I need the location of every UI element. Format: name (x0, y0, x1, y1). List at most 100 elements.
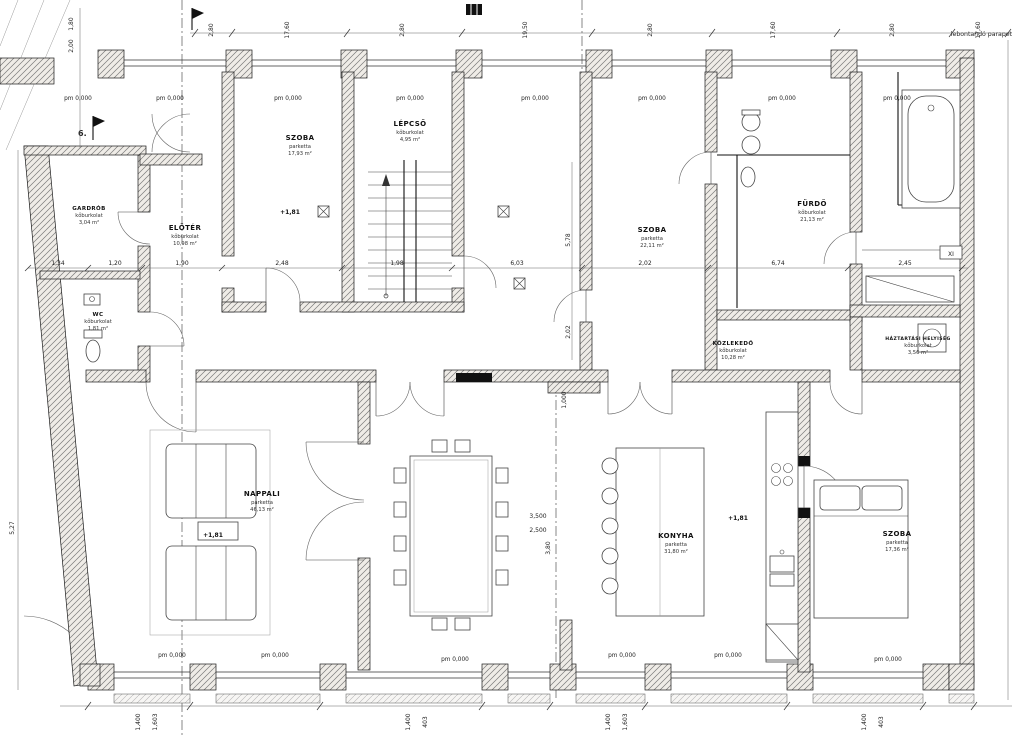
svg-text:GARDRÓB: GARDRÓB (72, 205, 105, 212)
fridge-icon (765, 623, 799, 661)
svg-text:kőburkolat: kőburkolat (719, 348, 747, 354)
svg-text:1,80: 1,80 (68, 17, 75, 31)
cooktop-icon (771, 463, 793, 486)
svg-text:pm 0,000: pm 0,000 (608, 653, 636, 659)
room-label-lepcso: LÉPCSŐ kőburkolat 4,95 m² (393, 119, 426, 143)
svg-text:1,98: 1,98 (390, 260, 404, 267)
svg-text:17,60: 17,60 (284, 21, 291, 38)
svg-text:+1,81: +1,81 (280, 209, 300, 216)
svg-text:4,95 m²: 4,95 m² (400, 137, 420, 143)
double-door-kitchen (607, 381, 673, 415)
svg-text:pm 0,000: pm 0,000 (396, 96, 424, 102)
svg-text:kőburkolat: kőburkolat (171, 234, 199, 240)
svg-text:2,00: 2,00 (68, 39, 75, 53)
bathroom-basins (740, 109, 761, 188)
washbasin-icon (83, 293, 101, 306)
svg-text:kőburkolat: kőburkolat (396, 130, 424, 136)
walls (23, 49, 975, 691)
svg-text:2,80: 2,80 (399, 23, 406, 37)
svg-text:ELŐTÉR: ELŐTÉR (169, 223, 202, 232)
x-box-symbol (317, 205, 330, 218)
rug (149, 429, 271, 636)
svg-text:5,78: 5,78 (565, 233, 572, 247)
svg-text:SZOBA: SZOBA (638, 226, 667, 234)
svg-text:1,000: 1,000 (561, 391, 568, 408)
double-door-dining (375, 381, 445, 417)
room-label-szoba-bottom: SZOBA parketta 17,36 m² (883, 530, 912, 553)
pillow (861, 485, 903, 511)
sheet-number: 6. (78, 129, 87, 138)
room-label-szoba-center: SZOBA parketta 22,11 m² (638, 226, 667, 249)
svg-text:21,13 m²: 21,13 m² (800, 217, 824, 223)
svg-text:1,20: 1,20 (108, 260, 122, 267)
neighbor-wall-stub (0, 57, 55, 85)
svg-text:pm 0,000: pm 0,000 (261, 653, 289, 659)
room-label-konyha: KONYHA parketta 31,80 m² (658, 532, 694, 555)
furniture (149, 411, 909, 663)
height-level-marks: +1,81 +1,81 +1,81 (203, 209, 748, 539)
symbols: XI 6. lebontandó parapet (78, 4, 1013, 290)
door-room-center (678, 151, 712, 185)
window-sills (113, 693, 975, 704)
stairs (368, 160, 452, 302)
svg-text:2,80: 2,80 (208, 23, 215, 37)
svg-text:17,36 m²: 17,36 m² (885, 547, 909, 553)
x-box-symbol (513, 277, 526, 290)
room-label-furdo: FÜRDŐ kőburkolat 21,13 m² (797, 199, 827, 223)
door-gardrob (117, 211, 151, 245)
toilet-icon (85, 339, 101, 363)
svg-text:pm 0,000: pm 0,000 (874, 657, 902, 663)
toilet-icon (740, 166, 756, 188)
svg-text:1,400: 1,400 (605, 713, 612, 730)
svg-text:403: 403 (878, 716, 885, 728)
room-label-gardrob: GARDRÓB kőburkolat 3,04 m² (72, 205, 105, 226)
double-door-livingroom (305, 441, 365, 561)
bar-stools (601, 457, 619, 595)
svg-text:LÉPCSŐ: LÉPCSŐ (393, 119, 426, 128)
svg-text:3,500: 3,500 (529, 513, 546, 520)
svg-text:17,93 m²: 17,93 m² (288, 151, 312, 157)
svg-text:KONYHA: KONYHA (658, 532, 694, 540)
svg-text:KÖZLEKEDŐ: KÖZLEKEDŐ (713, 340, 754, 347)
kitchen-counter (765, 411, 799, 663)
door-bedroom-top (265, 267, 301, 303)
room-label-wc: WC kőburkolat 1,81 m² (84, 312, 112, 332)
svg-text:pm 0,000: pm 0,000 (64, 96, 92, 102)
dimension-texts: 2,80 17,60 2,80 19,50 2,80 17,60 2,80 17… (9, 17, 982, 730)
svg-text:403: 403 (422, 716, 429, 728)
svg-text:pm 0,000: pm 0,000 (156, 96, 184, 102)
svg-text:1,34: 1,34 (51, 260, 65, 267)
svg-text:pm 0,000: pm 0,000 (441, 657, 469, 663)
svg-text:+1,81: +1,81 (203, 532, 223, 539)
svg-text:1,400: 1,400 (861, 713, 868, 730)
svg-text:pm 0,000: pm 0,000 (768, 96, 796, 102)
svg-text:10,98 m²: 10,98 m² (173, 241, 197, 247)
coffee-table (197, 521, 239, 541)
demolition-note: lebontandó parapet (951, 30, 1013, 38)
svg-text:pm 0,000: pm 0,000 (883, 96, 911, 102)
svg-text:2,02: 2,02 (565, 325, 572, 339)
doors (117, 113, 863, 561)
svg-text:FÜRDŐ: FÜRDŐ (797, 199, 827, 208)
bathtub-icon (901, 89, 961, 209)
svg-text:31,80 m²: 31,80 m² (664, 549, 688, 555)
svg-text:1,603: 1,603 (622, 713, 629, 730)
flag-marker-icon (191, 8, 204, 30)
svg-text:kőburkolat: kőburkolat (75, 213, 103, 219)
svg-text:10,28 m²: 10,28 m² (721, 355, 745, 361)
svg-text:3,04 m²: 3,04 m² (79, 220, 99, 226)
svg-text:NAPPALI: NAPPALI (244, 490, 280, 498)
door-room-center-left (553, 289, 587, 323)
kitchen-island (615, 447, 705, 617)
svg-text:pm 0,000: pm 0,000 (638, 96, 666, 102)
svg-text:kőburkolat: kőburkolat (798, 210, 826, 216)
svg-text:1,400: 1,400 (135, 713, 142, 730)
svg-text:2,02: 2,02 (638, 260, 652, 267)
room-label-haztartasi: HÁZTARTÁSI HELYISÉG kőburkolat 3,56 m² (885, 334, 950, 356)
door-bathroom (823, 231, 857, 265)
dimension-lines (17, 8, 1012, 711)
svg-text:2,80: 2,80 (889, 23, 896, 37)
svg-text:SZOBA: SZOBA (883, 530, 912, 538)
